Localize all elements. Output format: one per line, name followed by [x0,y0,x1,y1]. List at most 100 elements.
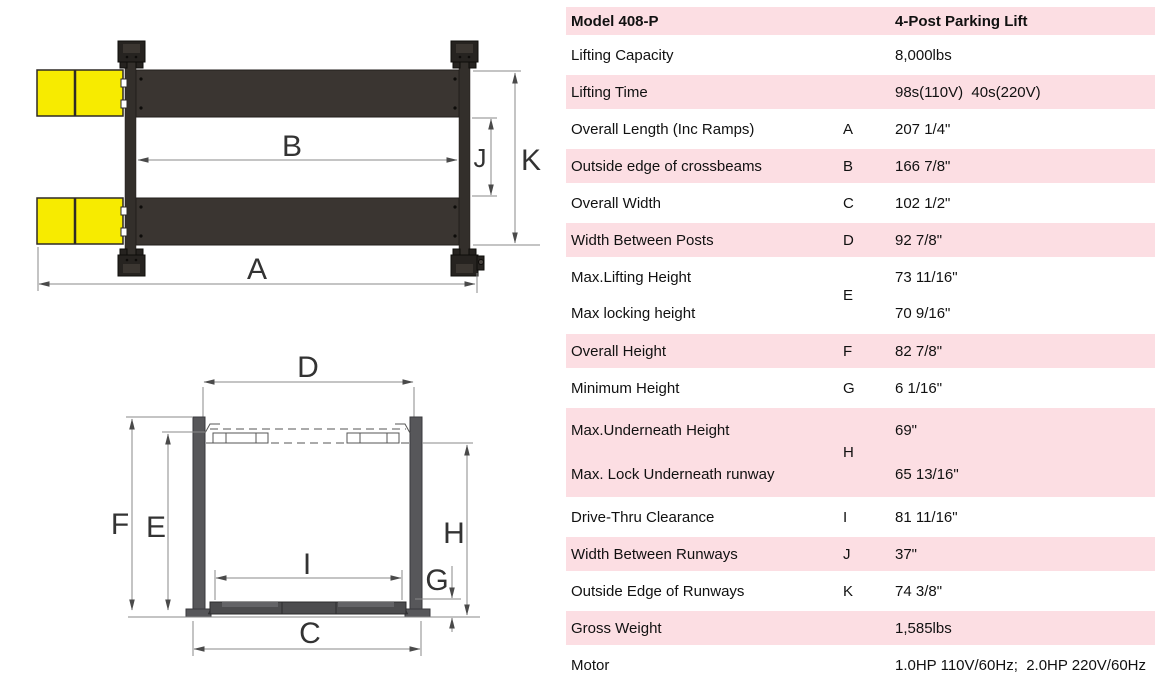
spec-row-lifting-capacity: Lifting Capacity 8,000lbs [566,38,1155,75]
spec-letter: H [843,444,854,461]
runway-top [135,69,460,118]
spec-letter: F [843,342,853,360]
spec-row-motor: Motor 1.0HP 110V/60Hz; 2.0HP 220V/60Hz [566,648,1155,685]
spec-letter: G [843,379,855,397]
spec-value: 6 1/16" [895,379,943,397]
dim-label-g: G [425,564,448,597]
post-bottom-left [117,248,146,277]
dimension-g: G [415,564,461,632]
spec-label: Lifting Capacity [571,46,674,64]
spec-label: Gross Weight [571,619,662,637]
spec-value: 207 1/4" [895,120,951,138]
spec-row-d: Width Between Posts D 92 7/8" [566,223,1155,260]
dim-label-i: I [303,548,311,581]
spec-letter: I [843,508,848,526]
spec-row-e: Max.Lifting Height Max locking height E … [566,260,1155,334]
dim-label-e: E [146,511,166,544]
spec-row-k: Outside Edge of Runways K 74 3/8" [566,574,1155,611]
post-bottom-right [450,248,485,277]
spec-row-gross-weight: Gross Weight 1,585lbs [566,611,1155,648]
dimension-j: J [472,117,497,197]
spec-value: 8,000lbs [895,46,952,64]
base-plate-left [185,608,212,618]
spec-label: Minimum Height [571,379,680,397]
dimension-b: B [137,130,458,163]
top-view: B J K A [36,40,541,293]
dimension-i: I [214,548,403,600]
spec-value: 37" [895,545,918,563]
spec-value: 82 7/8" [895,342,943,360]
column-right [409,416,423,612]
lowered-runway [207,601,409,615]
dimension-c: C [192,617,422,656]
spec-value: 70 9/16" [895,304,951,322]
dimension-e: E [146,431,206,611]
raised-runway-phantom [204,423,411,444]
lift-technical-drawing: B J K A [36,40,541,656]
spec-row-c: Overall Width C 102 1/2" [566,186,1155,223]
spec-row-b: Outside edge of crossbeams B 166 7/8" [566,149,1155,186]
post-top-right [450,40,479,69]
spec-label: Max. Lock Underneath runway [571,466,775,484]
runway-bolts [139,77,457,238]
dim-label-j: J [474,143,487,173]
dimension-h: H [422,442,473,616]
spec-label: Max.Lifting Height [571,269,692,287]
column-left [192,416,206,612]
spec-label: Lifting Time [571,83,648,101]
dim-label-k: K [521,144,541,177]
crossbeam-right [458,54,471,274]
spec-value: 102 1/2" [895,194,951,212]
spec-value: 1.0HP 110V/60Hz; 2.0HP 220V/60Hz [895,656,1146,674]
spec-label: Outside Edge of Runways [571,582,745,600]
spec-row-lifting-time: Lifting Time 98s(110V) 40s(220V) [566,75,1155,112]
ramp-top [36,69,128,117]
spec-value: 1,585lbs [895,619,952,637]
spec-row-g: Minimum Height G 6 1/16" [566,371,1155,408]
runway-bottom [135,197,460,246]
spec-row-f: Overall Height F 82 7/8" [566,334,1155,371]
spec-label: Width Between Runways [571,545,738,563]
spec-header-row: Model 408-P 4-Post Parking Lift [566,7,1155,38]
product-name: 4-Post Parking Lift [895,12,1028,30]
spec-value: 92 7/8" [895,231,943,249]
spec-letter: C [843,194,854,212]
dim-label-b: B [282,130,302,163]
post-top-left [117,40,146,69]
spec-value: 98s(110V) 40s(220V) [895,83,1041,101]
dimension-d: D [202,351,415,433]
dim-label-c: C [299,617,321,650]
spec-value: 65 13/16" [895,466,959,484]
spec-value: 166 7/8" [895,157,951,175]
spec-letter: A [843,120,854,138]
spec-letter: B [843,157,854,175]
dim-label-f: F [111,508,129,541]
spec-label: Overall Height [571,342,667,360]
front-view: D F [111,351,480,656]
spec-row-i: Drive-Thru Clearance I 81 11/16" [566,500,1155,537]
dim-label-d: D [297,351,319,384]
spec-label: Width Between Posts [571,231,714,249]
spec-row-j: Width Between Runways J 37" [566,537,1155,574]
dim-label-a: A [247,253,267,286]
spec-value: 73 11/16" [895,269,958,287]
dimension-f: F [111,416,193,611]
spec-label: Overall Length (Inc Ramps) [571,120,755,138]
spec-letter: K [843,582,854,600]
dimension-k: K [473,70,541,246]
spec-label: Max locking height [571,304,696,322]
spec-label: Drive-Thru Clearance [571,508,715,526]
ramp-bottom [36,197,128,245]
spec-label: Max.Underneath Height [571,421,730,439]
dimension-a: A [37,247,478,293]
spec-value: 74 3/8" [895,582,943,600]
spec-letter: J [843,545,851,563]
spec-label: Overall Width [571,194,662,212]
spec-value: 69" [895,421,918,439]
base-plate-right [404,608,431,618]
spec-row-h: Max.Underneath Height Max. Lock Undernea… [566,408,1155,500]
spec-letter: D [843,231,854,249]
spec-value: 81 11/16" [895,508,958,526]
spec-letter: E [843,287,854,304]
